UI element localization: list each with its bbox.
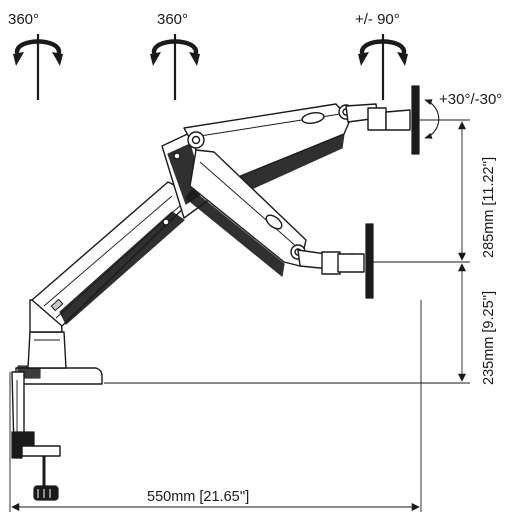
rotation-label-right: +/- 90° xyxy=(355,11,400,28)
desk-clamp xyxy=(11,365,103,501)
width-dimension-label: 550mm [21.65''] xyxy=(147,489,249,505)
rotation-label-middle: 360° xyxy=(157,11,188,28)
monitor-head-lower xyxy=(297,223,374,299)
rotation-label-left: 360° xyxy=(8,11,39,28)
dimension-lines xyxy=(9,119,470,512)
tilt-arc-icon xyxy=(424,99,440,139)
upper-height-dimension-label: 285mm [11.22''] xyxy=(481,157,497,258)
lower-height-dimension-label: 235mm [9.25''] xyxy=(481,291,497,385)
upper-arm-lowered xyxy=(185,149,307,277)
tilt-label: +30°/-30° xyxy=(439,91,502,108)
rotation-icon-left xyxy=(13,34,63,100)
lower-arm xyxy=(31,181,197,327)
rotation-icon-right xyxy=(358,34,408,100)
monitor-head-upper xyxy=(345,85,420,155)
rotation-icon-middle xyxy=(150,34,200,100)
